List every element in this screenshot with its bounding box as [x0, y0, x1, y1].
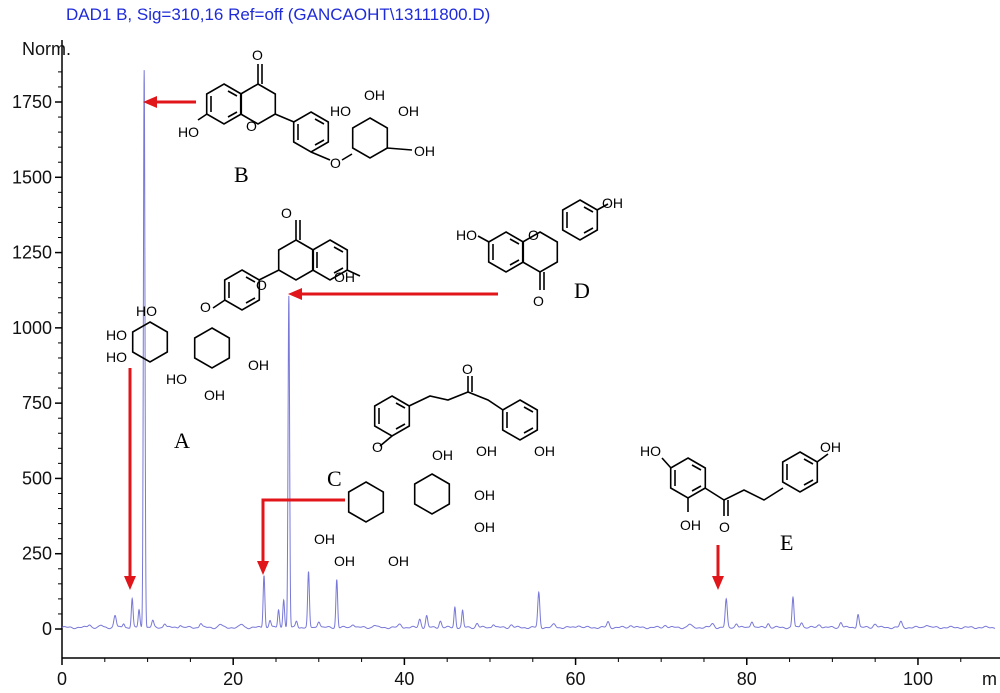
structure-c-keto-o: O [462, 361, 473, 377]
structure-e-oh-1: HO [640, 443, 661, 459]
arrow-b [143, 96, 196, 108]
structure-c-oh-1: OH [476, 443, 497, 459]
y-tick-label: 1750 [12, 92, 52, 112]
x-axis-label-fragment: m [982, 669, 997, 689]
structure-b-oh-4: OH [398, 103, 419, 119]
structure-d-ring-o: O [528, 227, 539, 243]
peak-label-b: B [234, 162, 249, 187]
structure-c-oh-7: OH [334, 553, 355, 569]
x-tick-label: 100 [903, 669, 933, 689]
structure-d-keto-o: O [533, 293, 544, 309]
structure-b-oh-1: HO [178, 124, 199, 140]
arrows [124, 96, 724, 590]
structure-a-oh-4: HO [106, 349, 127, 365]
structure-c-oh-8: OH [388, 553, 409, 569]
structure-c-oh-5: OH [474, 519, 495, 535]
structure-c-oh-6: OH [314, 531, 335, 547]
y-axis-ticks: 0 250 500 750 1000 1250 1500 1750 [12, 71, 62, 639]
peak-label-d: D [574, 278, 590, 303]
structure-b-ring-o: O [246, 118, 257, 134]
structure-e-oh-2: OH [680, 517, 701, 533]
structure-a-oh-2: HO [136, 303, 157, 319]
y-tick-label: 750 [22, 393, 52, 413]
x-tick-label: 40 [394, 669, 414, 689]
structure-d-oh-2: OH [602, 195, 623, 211]
x-tick-label: 60 [566, 669, 586, 689]
y-tick-label: 250 [22, 544, 52, 564]
x-tick-label: 20 [223, 669, 243, 689]
structure-a-ring-o: O [256, 277, 267, 293]
y-tick-label: 1000 [12, 318, 52, 338]
structure-b-ether-o: O [330, 155, 341, 171]
structure-e-keto-o: O [719, 519, 730, 535]
structure-a-oh-6: OH [204, 387, 225, 403]
structure-a-oh-3: HO [106, 327, 127, 343]
y-axis-label: Norm. [22, 39, 71, 59]
structure-c-oh-3: OH [432, 447, 453, 463]
y-tick-label: 0 [42, 619, 52, 639]
structure-d: HO O OH O D [456, 195, 623, 309]
x-tick-label: 0 [57, 669, 67, 689]
structure-c-oh-2: OH [534, 443, 555, 459]
y-tick-label: 1500 [12, 167, 52, 187]
structure-b-keto-o: O [252, 47, 263, 63]
y-tick-label: 500 [22, 468, 52, 488]
structure-e-oh-3: OH [820, 439, 841, 455]
structure-a-oh-5: HO [166, 371, 187, 387]
structure-a-ether-o: O [200, 299, 211, 315]
y-tick-label: 1250 [12, 243, 52, 263]
structure-b-oh-3: OH [364, 87, 385, 103]
peak-label-c: C [327, 466, 342, 491]
chromatogram-trace [61, 70, 996, 630]
structure-a-oh-7: OH [248, 357, 269, 373]
chart-header-title: DAD1 B, Sig=310,16 Ref=off (GANCAOHT\131… [66, 5, 490, 24]
arrow-e [712, 545, 724, 590]
structure-c-ether-o: O [372, 439, 383, 455]
x-tick-label: 80 [737, 669, 757, 689]
arrow-c [257, 498, 345, 575]
structure-b: O O HO O HO OH OH OH B [178, 47, 435, 187]
arrow-d [288, 288, 498, 300]
x-axis-ticks: 0 20 40 60 80 100 [57, 658, 962, 689]
structure-b-oh-5: OH [414, 143, 435, 159]
peak-label-a: A [174, 428, 190, 453]
structure-a-oh-1: OH [334, 269, 355, 285]
structure-b-oh-2: HO [330, 103, 351, 119]
structure-d-oh-1: HO [456, 227, 477, 243]
structure-a-keto-o: O [281, 205, 292, 221]
peak-label-e: E [780, 530, 793, 555]
structure-a: O O OH O HO HO HO HO OH OH A [106, 205, 361, 453]
structure-e: HO OH O OH E [640, 439, 841, 555]
structure-c-oh-4: OH [474, 487, 495, 503]
arrow-a [124, 368, 136, 590]
structure-c: O O OH OH OH OH OH OH OH OH C [314, 361, 555, 569]
